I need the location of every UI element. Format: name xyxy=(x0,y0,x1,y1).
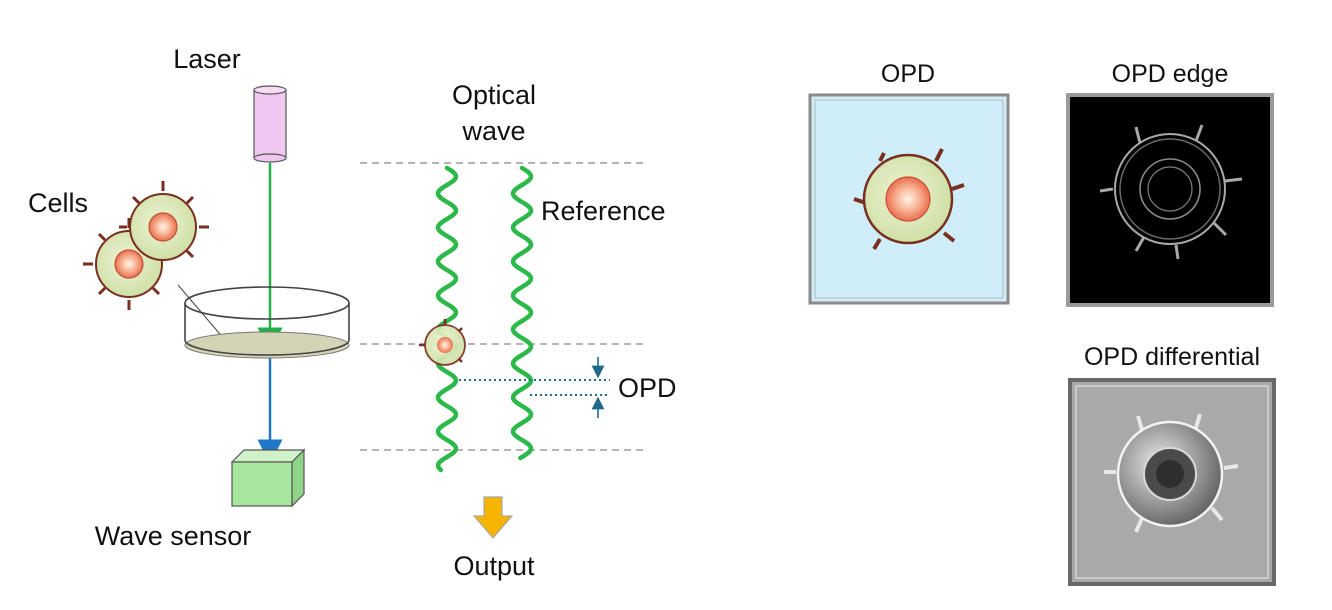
reference-wave xyxy=(510,165,534,461)
cells-label: Cells xyxy=(28,188,88,218)
wave-sensor-label: Wave sensor xyxy=(95,521,252,551)
cell-in-wave-icon xyxy=(419,319,466,366)
cells-icon xyxy=(83,181,226,341)
petri-dish-icon xyxy=(184,286,350,359)
opd-marker xyxy=(459,357,610,418)
optical-wave-label-line1: Optical xyxy=(452,80,536,110)
opd-differential-panel xyxy=(1068,378,1276,586)
opd-panel xyxy=(808,93,1010,305)
sample-wave xyxy=(435,165,459,473)
laser-label: Laser xyxy=(173,44,241,74)
opd-panel-title: OPD xyxy=(881,60,935,88)
differential-panel-title: OPD differential xyxy=(1084,343,1260,371)
output-arrow-icon xyxy=(472,496,514,539)
edge-panel-title: OPD edge xyxy=(1112,60,1229,88)
optical-wave-label-line2: wave xyxy=(461,116,525,146)
opd-label: OPD xyxy=(618,373,677,403)
opd-edge-panel xyxy=(1066,93,1274,307)
reference-label: Reference xyxy=(541,196,666,226)
laser-icon xyxy=(253,85,287,163)
output-label: Output xyxy=(453,551,535,581)
wave-sensor-icon xyxy=(230,448,306,508)
